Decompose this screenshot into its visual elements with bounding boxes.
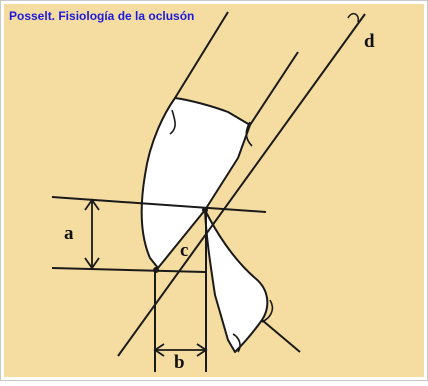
- upper-horizontal-line: [51, 196, 267, 213]
- lower-contact-point: [153, 267, 159, 273]
- lower-incisor-right-line: [261, 319, 301, 353]
- lower-gum-mark: [261, 299, 274, 323]
- upper-gum-mark: [169, 109, 176, 135]
- label-d: d: [364, 31, 375, 52]
- dimension-b-arrow-left: [153, 343, 165, 357]
- label-a: a: [64, 223, 74, 244]
- dimension-b-arrow-right: [196, 343, 208, 357]
- upper-incisor: [140, 97, 251, 269]
- upper-incisor-lingual-line: [249, 51, 299, 126]
- guidance-line-hook: [347, 12, 360, 23]
- upper-gum-mark-2: [245, 121, 253, 147]
- lower-horizontal-line: [51, 267, 206, 273]
- upper-incisor-labial-line: [174, 11, 229, 99]
- guidance-line: [117, 13, 366, 357]
- lower-gum-mark-2: [232, 333, 241, 353]
- upper-contact-point: [202, 207, 208, 213]
- dimension-a-arrow-bottom: [84, 257, 100, 270]
- label-c: c: [180, 240, 189, 261]
- label-b: b: [174, 352, 185, 373]
- dimension-a-arrow-top: [84, 198, 100, 211]
- figure-caption: Posselt. Fisiología de la oclusón: [9, 9, 195, 23]
